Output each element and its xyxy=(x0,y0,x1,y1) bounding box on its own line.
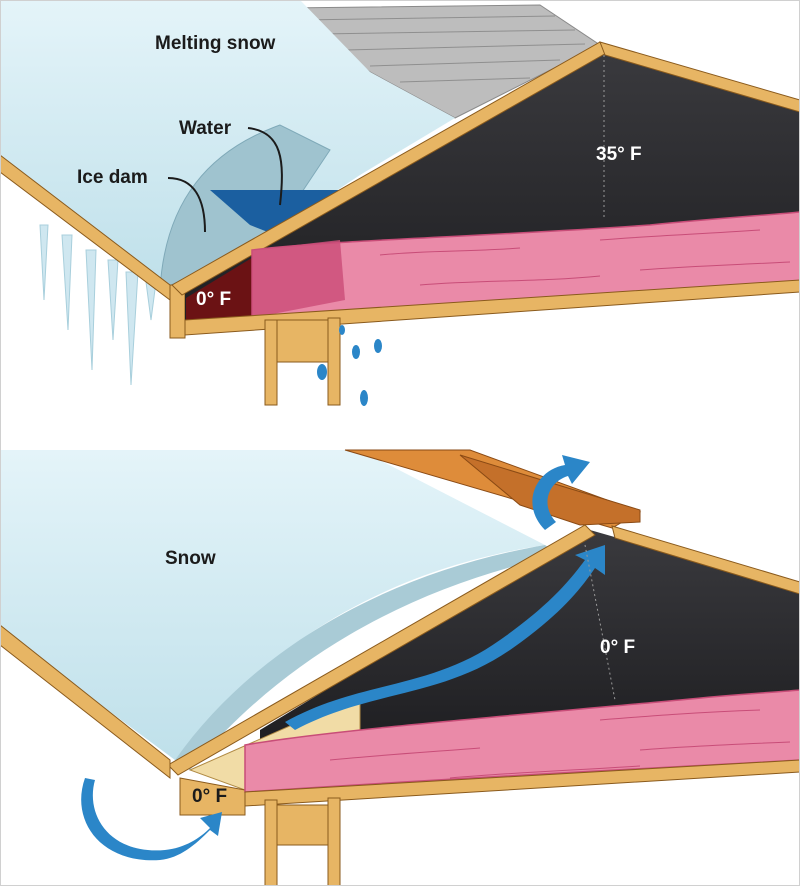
airflow-arrow-intake xyxy=(81,778,222,861)
wall-frame-bottom xyxy=(264,797,341,886)
airflow-arrow-attic xyxy=(285,545,605,730)
attic-dotted-line-bottom xyxy=(584,544,616,701)
bottom-panel: Snow 0° F 0° F xyxy=(0,449,800,886)
water-drips xyxy=(317,325,382,406)
roof-fascia-bottom xyxy=(0,624,171,780)
ice-dam-leader xyxy=(167,177,206,233)
insulation-top-end xyxy=(252,240,345,318)
soffit-vent xyxy=(179,777,246,816)
water-leader xyxy=(247,127,283,206)
wall-frame-top xyxy=(264,317,341,406)
label-water: Water xyxy=(179,118,232,139)
insulation-texture-top xyxy=(379,229,791,286)
pooled-water xyxy=(210,190,340,236)
label-attic-temp-top: 35° F xyxy=(596,144,642,165)
cold-eave-top xyxy=(186,256,255,322)
snow-roof-top xyxy=(0,0,455,288)
label-eave-temp-top: 0° F xyxy=(196,289,231,310)
shingle-lines xyxy=(299,15,586,83)
label-eave-temp-bottom: 0° F xyxy=(192,786,227,807)
label-snow: Snow xyxy=(165,548,216,569)
airflow-arrow-exhaust xyxy=(532,455,590,530)
icicles xyxy=(39,224,157,386)
top-panel: Melting snow Water Ice dam 35° F 0° F xyxy=(0,0,800,406)
ceiling-joist-bottom xyxy=(244,759,800,807)
rafter-left-bottom xyxy=(167,524,596,776)
label-melting-snow: Melting snow xyxy=(155,33,276,54)
snow-roof-bottom xyxy=(0,450,545,760)
label-ice-dam: Ice dam xyxy=(77,167,148,188)
insulation-texture-bottom xyxy=(329,709,791,779)
rafter-right-top xyxy=(599,41,800,113)
label-attic-temp-bottom: 0° F xyxy=(600,637,635,658)
rafter-right-bottom xyxy=(611,525,800,595)
